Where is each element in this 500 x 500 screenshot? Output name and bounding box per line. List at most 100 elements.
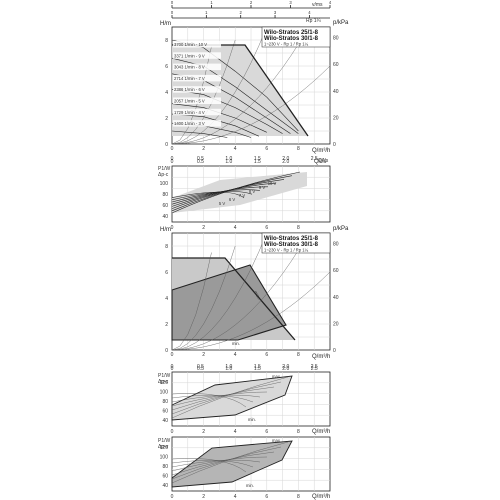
top-tick-label: 4 (329, 0, 332, 5)
speed-label-bg (173, 41, 221, 48)
p3-system-curve (171, 232, 267, 351)
p1q-curve (171, 458, 247, 473)
p3-max-label: max. (253, 290, 262, 300)
p5-x-axis-label: Q/m³/h (312, 494, 330, 500)
x-tick-label: 6 (265, 494, 268, 500)
x-tick-label: 2 (202, 494, 205, 500)
legend-line-1: Wilo-Stratos 25/1-8 (264, 30, 319, 36)
x2-tick-label: 1.0 (225, 156, 232, 162)
p3-y2-tick-label: 40 (333, 295, 339, 301)
p2-x-tick-bottom: 0 (171, 225, 174, 231)
p1q-curve (171, 441, 289, 484)
y-tick-label: 120 (160, 445, 169, 451)
speed-label-bg (173, 86, 221, 93)
p3-legend-line-1: Wilo-Stratos 25/1-8 (264, 236, 319, 242)
p2-y-axis-label: P1/W (158, 166, 171, 172)
top-tick-label-2: 3 (274, 10, 277, 15)
p3-x2-tick-label: 1.0 (225, 364, 232, 370)
p4-min-label: min. (248, 417, 256, 422)
p2-x-tick-label: 0 (171, 159, 174, 165)
p3-x-axis-label: Q/m³/h (312, 354, 330, 360)
p1q-curve (171, 191, 245, 199)
x-tick-label: 2 (202, 429, 205, 435)
x2-tick-label: 1.5 (254, 366, 261, 372)
legend-line-3: 1~230 V - Rp 1 / Rp 1¼ (264, 42, 309, 47)
p3-system-curve (171, 252, 212, 351)
p3-y2-tick-label: 80 (333, 242, 339, 248)
p3-legend-line-2: Wilo-Stratos 30/1-8 (264, 242, 319, 248)
top-tick-label: 2 (250, 0, 253, 5)
y2-tick-label: 80 (333, 36, 339, 42)
x-tick-label: 6 (265, 146, 268, 152)
p3-y-axis-label: H/m (160, 227, 171, 233)
x-tick-label: 0 (171, 429, 174, 435)
p2-y-axis-label2: Δp-c (158, 172, 169, 178)
speed-label: 3371 1/min - 9 V (174, 53, 205, 58)
hq-speed-curve (171, 57, 299, 134)
p1q-curve (171, 191, 253, 201)
p1q-curve (171, 460, 254, 468)
p1q-curve (171, 395, 254, 403)
x-tick-label: 8 (297, 146, 300, 152)
y-tick-label: 2 (165, 116, 168, 122)
system-curve (171, 39, 236, 145)
x2-tick-label: 0.5 (197, 366, 204, 372)
x-tick-label: 4 (234, 146, 237, 152)
y-tick-label: 4 (165, 90, 168, 96)
p2-curve-label: 5 V (219, 201, 225, 206)
top-axis-unit-speed: v/ms (312, 2, 323, 8)
y2-tick-label: 0 (333, 142, 336, 148)
speed-label-bg (173, 52, 221, 59)
x2-axis-label: Q/l/s (318, 158, 329, 164)
speed-label: 1729 1/min - 4 V (174, 110, 205, 115)
p5-max-label: max. (272, 438, 281, 443)
speed-label-bg (173, 97, 221, 104)
p2-x-tick-bottom: 2 (202, 225, 205, 231)
p3-x2-tick-label: 2.5 (311, 364, 318, 370)
speed-label-bg (173, 108, 221, 116)
p3-system-curve (171, 271, 331, 351)
y-tick-label: 80 (162, 464, 168, 470)
system-curve (171, 31, 307, 145)
p1q-curve (171, 446, 282, 480)
p3-y2-tick-label: 60 (333, 268, 339, 274)
y-tick-label: 0 (165, 142, 168, 148)
p3-y-tick-label: 0 (165, 348, 168, 354)
y-axis-label: H/m (160, 21, 171, 27)
legend-box (261, 26, 331, 48)
top-tick-label-2: 4 (308, 10, 311, 15)
x2-tick-label: 0 (171, 156, 174, 162)
p2-x-tick-label: 0.5 (197, 159, 204, 165)
p3-x-tick-label: 0 (171, 352, 174, 358)
p4-x-axis-label: Q/m³/h (312, 429, 330, 435)
p3-legend-line-3: 1~230 V - Rp 1 / Rp 1¼ (264, 248, 309, 253)
y-tick-label: 100 (160, 390, 169, 396)
x2-tick-label: 0.5 (197, 156, 204, 162)
hq-speed-curve (171, 89, 283, 134)
hq-speed-curve (171, 130, 228, 138)
p3-x-tick-label: 4 (234, 352, 237, 358)
top-tick-label-2: 0 (171, 10, 174, 15)
p3-x2-tick-label: 0.5 (197, 364, 204, 370)
x-tick-label: 8 (297, 429, 300, 435)
legend-line-2: Wilo-Stratos 30/1-8 (264, 36, 319, 42)
top-axis-unit-size: Rp 1¼ (306, 18, 322, 24)
y-tick-label: 40 (162, 483, 168, 489)
p2-curve-label: 6 V (229, 197, 235, 202)
y2-tick-label: 60 (333, 62, 339, 68)
top-tick-label-2: 1 (205, 10, 208, 15)
p3-x2-tick-label: 0 (171, 364, 174, 370)
speed-label-bg (173, 120, 221, 127)
p3-x-tick-label: 6 (265, 352, 268, 358)
x2-tick-label: 0 (171, 366, 174, 372)
x2-tick-label: 2.5 (311, 156, 318, 162)
y-tick-label: 8 (165, 38, 168, 44)
p3-y-tick-label: 8 (165, 244, 168, 250)
p3-min-label: min. (232, 341, 240, 346)
speed-label-bg (173, 63, 221, 71)
p1q-curve (171, 376, 289, 419)
p3-x2-tick-label: 2.0 (282, 364, 289, 370)
